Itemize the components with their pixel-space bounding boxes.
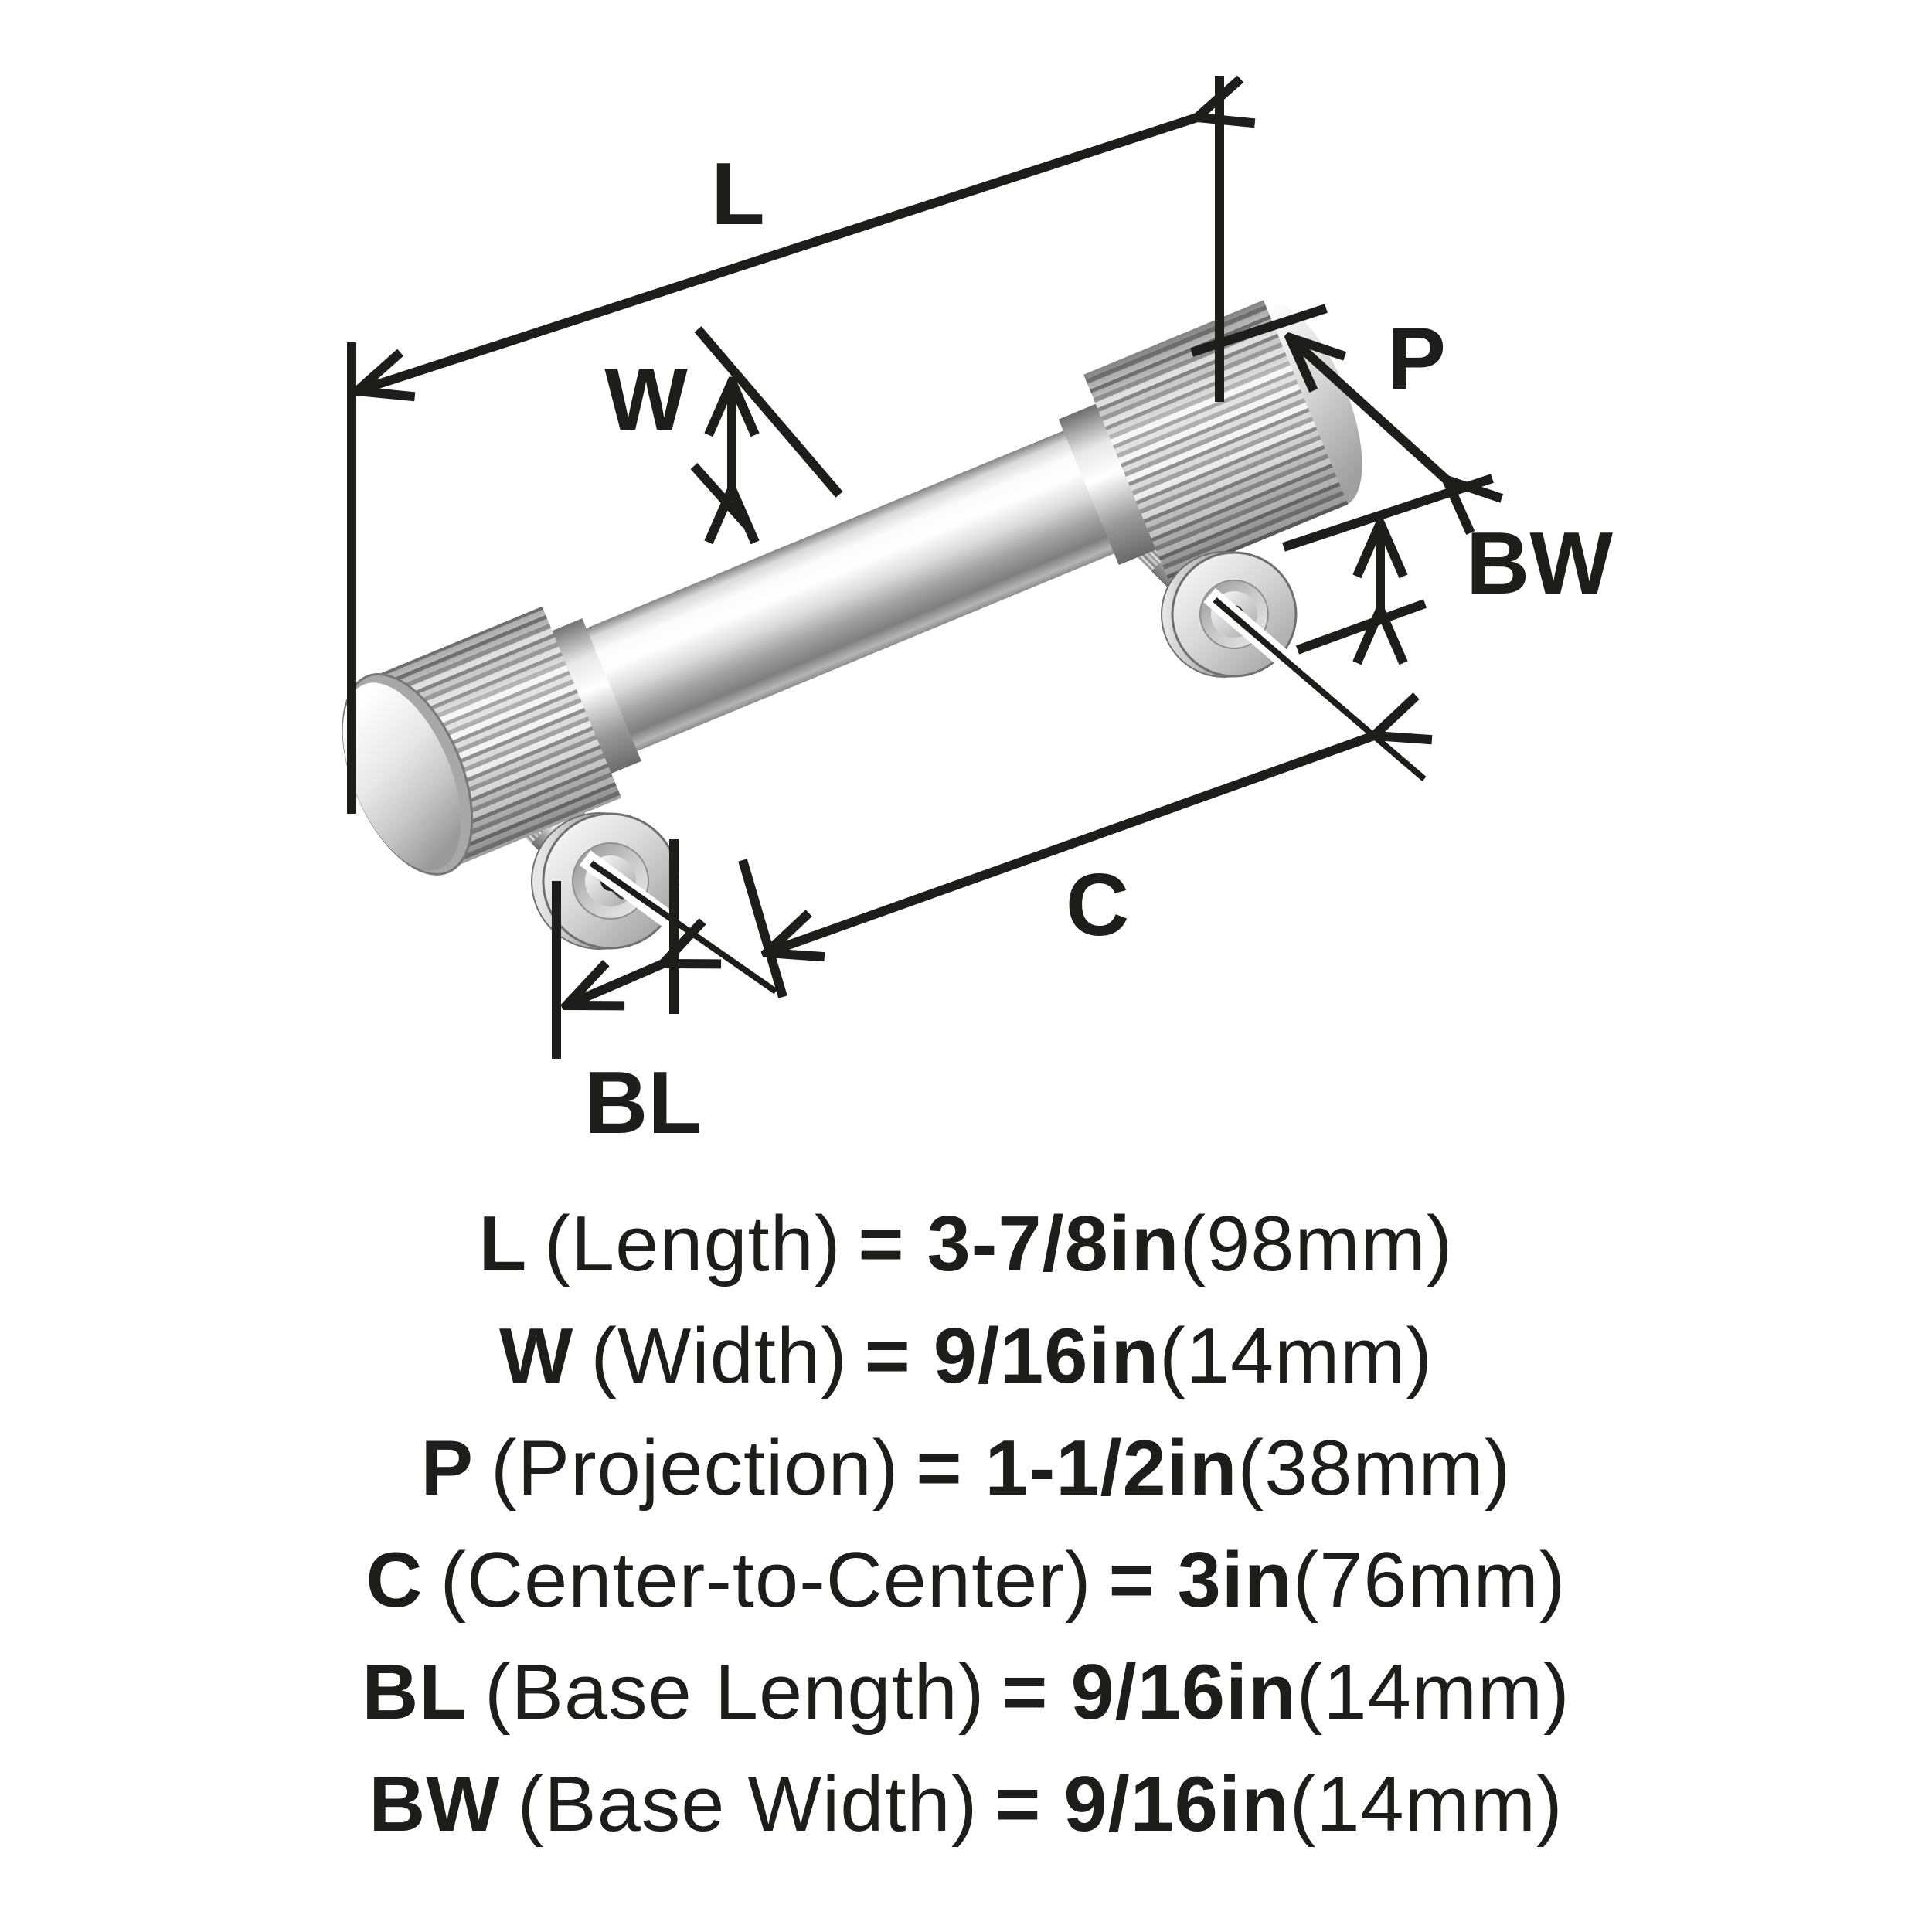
left-fluted-cap [342,606,622,876]
spec-value-inches: = 3in [1108,1537,1293,1624]
dim-label-W: W [604,351,688,449]
spec-line-base-length: BL(Base Length)= 9/16in(14mm) [0,1637,1932,1749]
dim-center-to-center: C [738,736,1374,998]
spec-value-mm: (14mm) [1296,1649,1570,1736]
dim-center-left-tick [738,859,787,998]
spec-line-length: L(Length)= 3-7/8in(98mm) [0,1189,1932,1301]
dim-label-C: C [1066,856,1129,954]
spec-abbr: C [366,1537,423,1624]
spec-value-inches: = 9/16in [1002,1649,1297,1736]
dim-base-width: BW [1295,515,1613,655]
spec-value-inches: = 3-7/8in [858,1201,1180,1287]
spec-desc: (Projection) [491,1425,900,1512]
dim-base-width-lower-tick [1295,599,1427,655]
dim-base-length-arrow [566,964,663,1005]
spec-abbr: P [420,1425,474,1512]
right-collar-ring [1058,403,1156,566]
spec-value-inches: = 1-1/2in [916,1425,1238,1512]
spec-line-center-to-center: C(Center-to-Center)= 3in(76mm) [0,1525,1932,1637]
spec-text-block: L(Length)= 3-7/8in(98mm) W(Width)= 9/16i… [0,1189,1932,1884]
spec-desc: (Width) [590,1313,848,1400]
dim-width-upper-tick [694,326,843,498]
dim-label-P: P [1387,310,1446,408]
spec-abbr: W [498,1313,574,1400]
spec-desc: (Center-to-Center) [440,1537,1092,1624]
dim-width-lower-tick [690,462,750,529]
dim-projection: P [1190,304,1492,552]
spec-line-projection: P(Projection)= 1-1/2in(38mm) [0,1413,1932,1525]
product-illustration [342,300,1427,995]
left-collar-ring [549,618,641,775]
spec-value-mm: (14mm) [1289,1761,1563,1848]
handle-bar [580,423,1131,754]
dim-width: W [604,326,843,529]
dim-center-arrow [767,736,1374,953]
dim-label-BL: BL [584,1054,702,1152]
spec-desc: (Length) [544,1201,842,1287]
spec-value-mm: (14mm) [1159,1313,1434,1400]
spec-abbr: BL [362,1649,468,1736]
left-cap-face [342,682,461,871]
spec-value-mm: (38mm) [1237,1425,1512,1512]
spec-value-mm: (76mm) [1292,1537,1566,1624]
dim-label-L: L [711,145,765,243]
spec-line-base-width: BW(Base Width)= 9/16in(14mm) [0,1749,1932,1861]
dim-projection-arrow [1290,338,1447,480]
spec-desc: (Base Width) [517,1761,978,1848]
spec-value-inches: = 9/16in [995,1761,1290,1848]
dim-projection-upper-tick [1190,304,1328,357]
spec-abbr: BW [369,1761,501,1848]
spec-value-inches: = 9/16in [864,1313,1160,1400]
spec-value-mm: (98mm) [1179,1201,1454,1287]
dim-length-arrow [357,117,1197,391]
dim-base-length: BL [552,839,702,1152]
spec-abbr: L [478,1201,528,1287]
dim-label-BW: BW [1466,515,1613,613]
spec-line-width: W(Width)= 9/16in(14mm) [0,1301,1932,1413]
spec-desc: (Base Length) [484,1649,985,1736]
